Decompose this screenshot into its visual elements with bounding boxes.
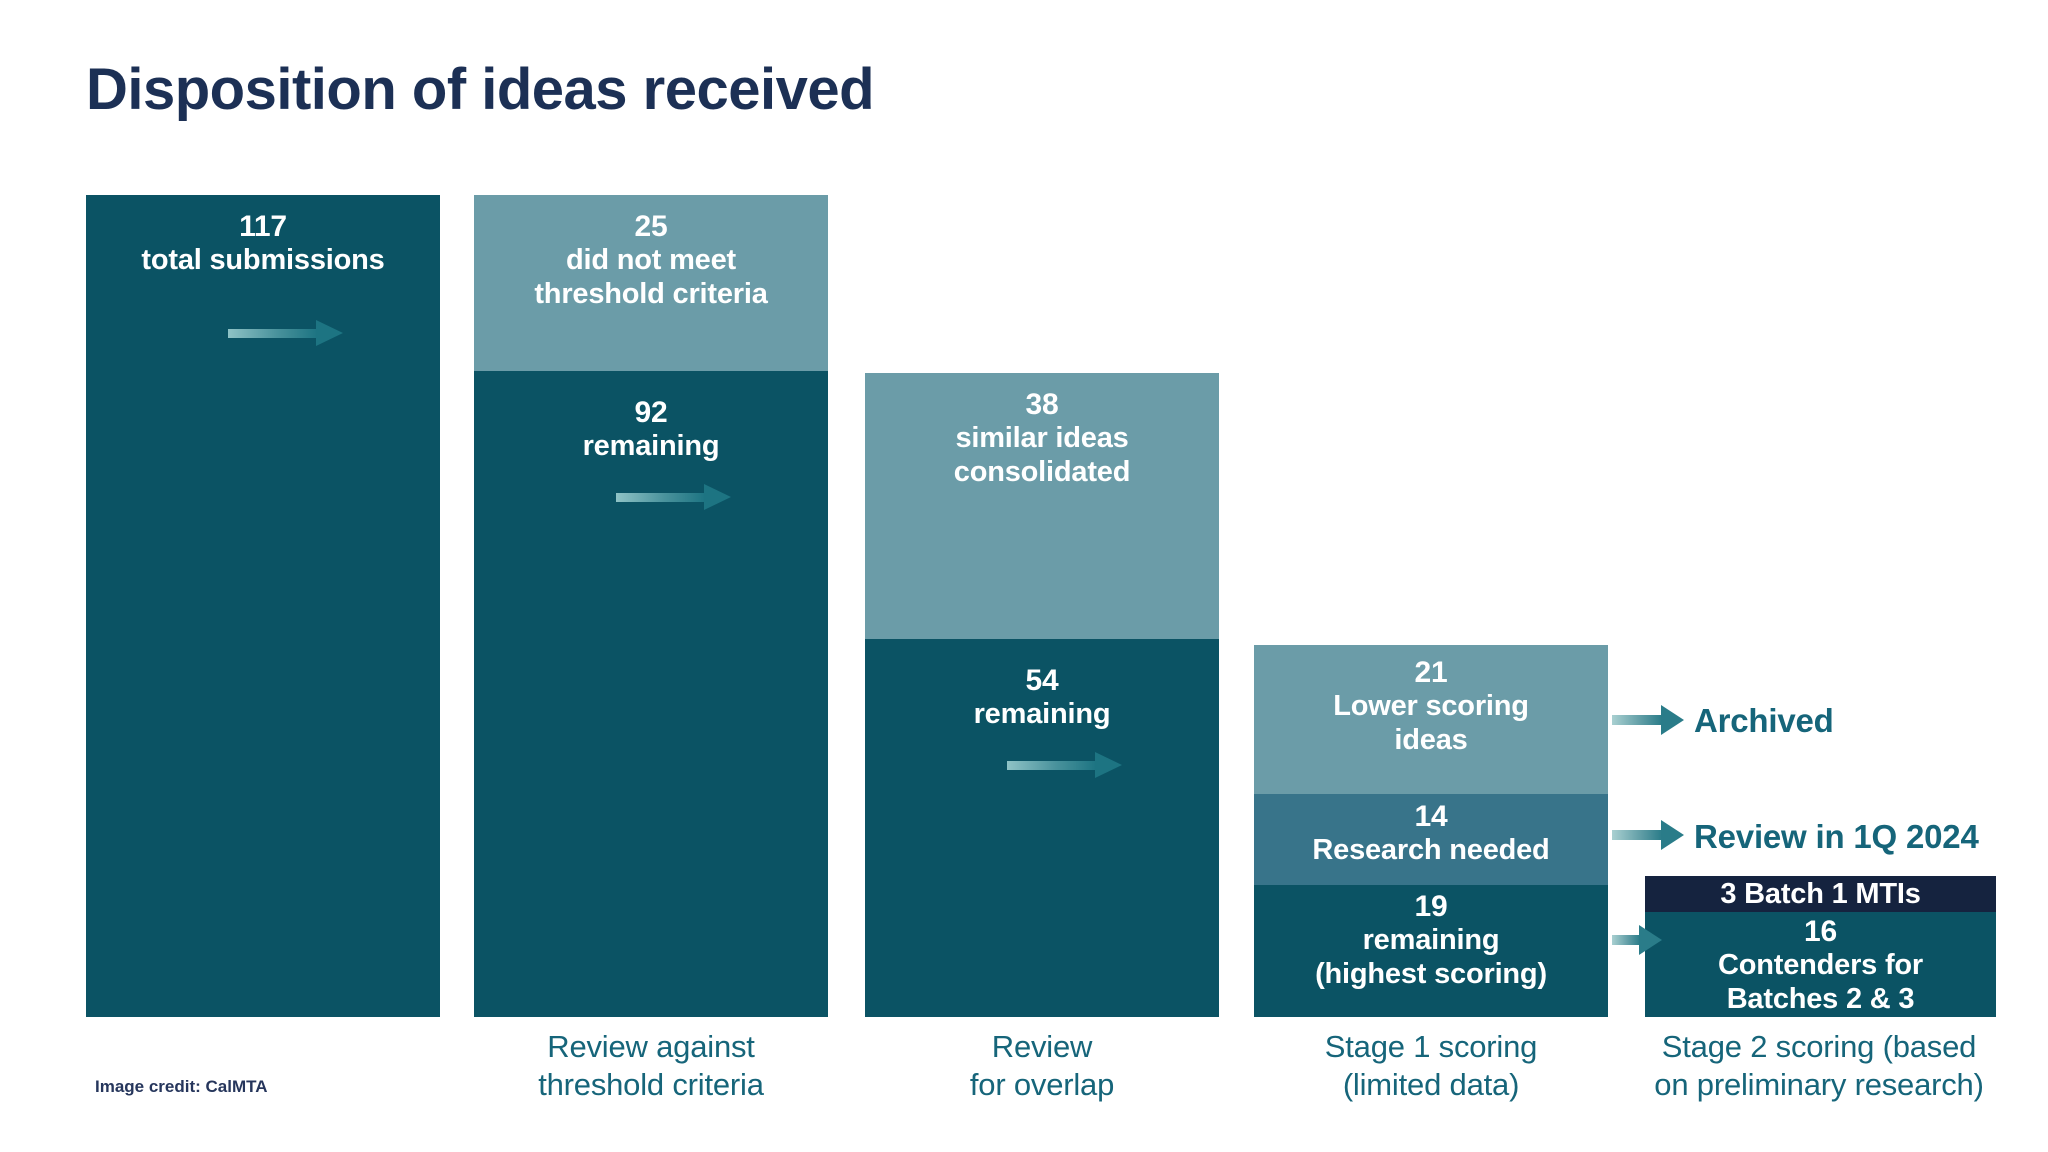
segment-description: 3 Batch 1 MTIs [1720, 878, 1921, 910]
segment-54-remaining: 54 remaining [865, 639, 1219, 1017]
segment-description-line2: ideas [1394, 724, 1468, 757]
segment-value: 16 [1804, 915, 1837, 948]
segment-16-contenders-batches-2-3: 16 Contenders for Batches 2 & 3 [1645, 912, 1996, 1017]
segment-label-block: 21 Lower scoring ideas [1254, 645, 1608, 758]
column-stage1-scoring: 21 Lower scoring ideas 14 Research neede… [1254, 645, 1608, 1017]
segment-3-batch1-mtis: 3 Batch 1 MTIs [1645, 876, 1996, 912]
stage-caption-line2: threshold criteria [538, 1066, 764, 1102]
segment-value: 21 [1414, 656, 1448, 689]
segment-19-remaining-highest-scoring: 19 remaining (highest scoring) [1254, 885, 1608, 1017]
segment-description-line2: (highest scoring) [1315, 958, 1547, 991]
segment-38-similar-ideas-consolidated: 38 similar ideas consolidated [865, 373, 1219, 639]
segment-description: Research needed [1312, 834, 1550, 867]
stage-caption-line2: (limited data) [1342, 1066, 1520, 1102]
segment-value: 92 [634, 396, 668, 429]
segment-92-remaining: 92 remaining [474, 371, 828, 1017]
segment-description: remaining [582, 430, 720, 463]
segment-value: 117 [239, 210, 287, 243]
image-credit: Image credit: CalMTA [95, 1077, 268, 1096]
segment-description-line2: consolidated [953, 456, 1131, 489]
segment-description: remaining [973, 698, 1111, 731]
segment-value: 25 [634, 210, 668, 243]
segment-21-lower-scoring-ideas: 21 Lower scoring ideas [1254, 645, 1608, 794]
segment-label-block: 54 remaining [865, 639, 1219, 732]
segment-label-block: 25 did not meet threshold criteria [474, 195, 828, 312]
flow-arrow-icon [228, 320, 343, 346]
stage-caption-line1: Stage 1 scoring [1324, 1029, 1538, 1064]
segment-117-total-submissions: 117 total submissions [86, 195, 440, 1017]
flow-arrow-icon [1007, 752, 1122, 778]
column-stage2-scoring: 3 Batch 1 MTIs 16 Contenders for Batches… [1645, 876, 1996, 1017]
stage-caption-overlap: Review for overlap [865, 1028, 1219, 1104]
stage-caption-line1: Review against [547, 1029, 755, 1064]
stage-caption-threshold: Review against threshold criteria [474, 1028, 828, 1104]
segment-25-did-not-meet-threshold: 25 did not meet threshold criteria [474, 195, 828, 371]
segment-value: 14 [1414, 800, 1448, 833]
column-overlap-review: 38 similar ideas consolidated 54 remaini… [865, 373, 1219, 1017]
segment-label-block: 3 Batch 1 MTIs [1645, 876, 1996, 912]
arrow-to-review-1q-2024-icon [1612, 820, 1684, 850]
segment-value: 38 [1025, 388, 1059, 421]
outcome-label-review-1q-2024: Review in 1Q 2024 [1694, 818, 1979, 855]
stage-caption-stage1: Stage 1 scoring (limited data) [1254, 1028, 1608, 1104]
segment-label-block: 16 Contenders for Batches 2 & 3 [1645, 912, 1996, 1017]
segment-label-block: 38 similar ideas consolidated [865, 373, 1219, 490]
flow-arrow-icon [616, 484, 731, 510]
segment-value: 19 [1414, 890, 1448, 923]
stage-caption-line1: Stage 2 scoring (based [1661, 1029, 1977, 1064]
segment-description-line2: threshold criteria [534, 278, 768, 311]
segment-description: total submissions [141, 244, 385, 277]
segment-label-block: 14 Research needed [1254, 794, 1608, 868]
arrow-to-archived-icon [1612, 705, 1684, 735]
stage-caption-stage2: Stage 2 scoring (based on preliminary re… [1590, 1028, 2048, 1104]
segment-description-line1: did not meet [566, 244, 736, 277]
column-threshold-review: 25 did not meet threshold criteria 92 re… [474, 195, 828, 1017]
segment-description-line1: similar ideas [955, 422, 1129, 455]
page-title: Disposition of ideas received [86, 57, 875, 122]
outcome-label-archived: Archived [1694, 702, 1834, 739]
stage-caption-line2: for overlap [969, 1066, 1115, 1102]
segment-label-block: 117 total submissions [86, 195, 440, 278]
stage-caption-line1: Review [991, 1029, 1093, 1064]
segment-description-line2: Batches 2 & 3 [1726, 983, 1915, 1016]
segment-value: 54 [1025, 664, 1059, 697]
segment-14-research-needed: 14 Research needed [1254, 794, 1608, 885]
segment-label-block: 92 remaining [474, 371, 828, 464]
segment-description-line1: remaining [1362, 924, 1500, 957]
segment-description-line1: Lower scoring [1333, 690, 1529, 723]
segment-label-block: 19 remaining (highest scoring) [1254, 885, 1608, 992]
column-total-submissions: 117 total submissions [86, 195, 440, 1017]
stage-caption-line2: on preliminary research) [1654, 1066, 1984, 1102]
segment-description-line1: Contenders for [1717, 949, 1924, 982]
